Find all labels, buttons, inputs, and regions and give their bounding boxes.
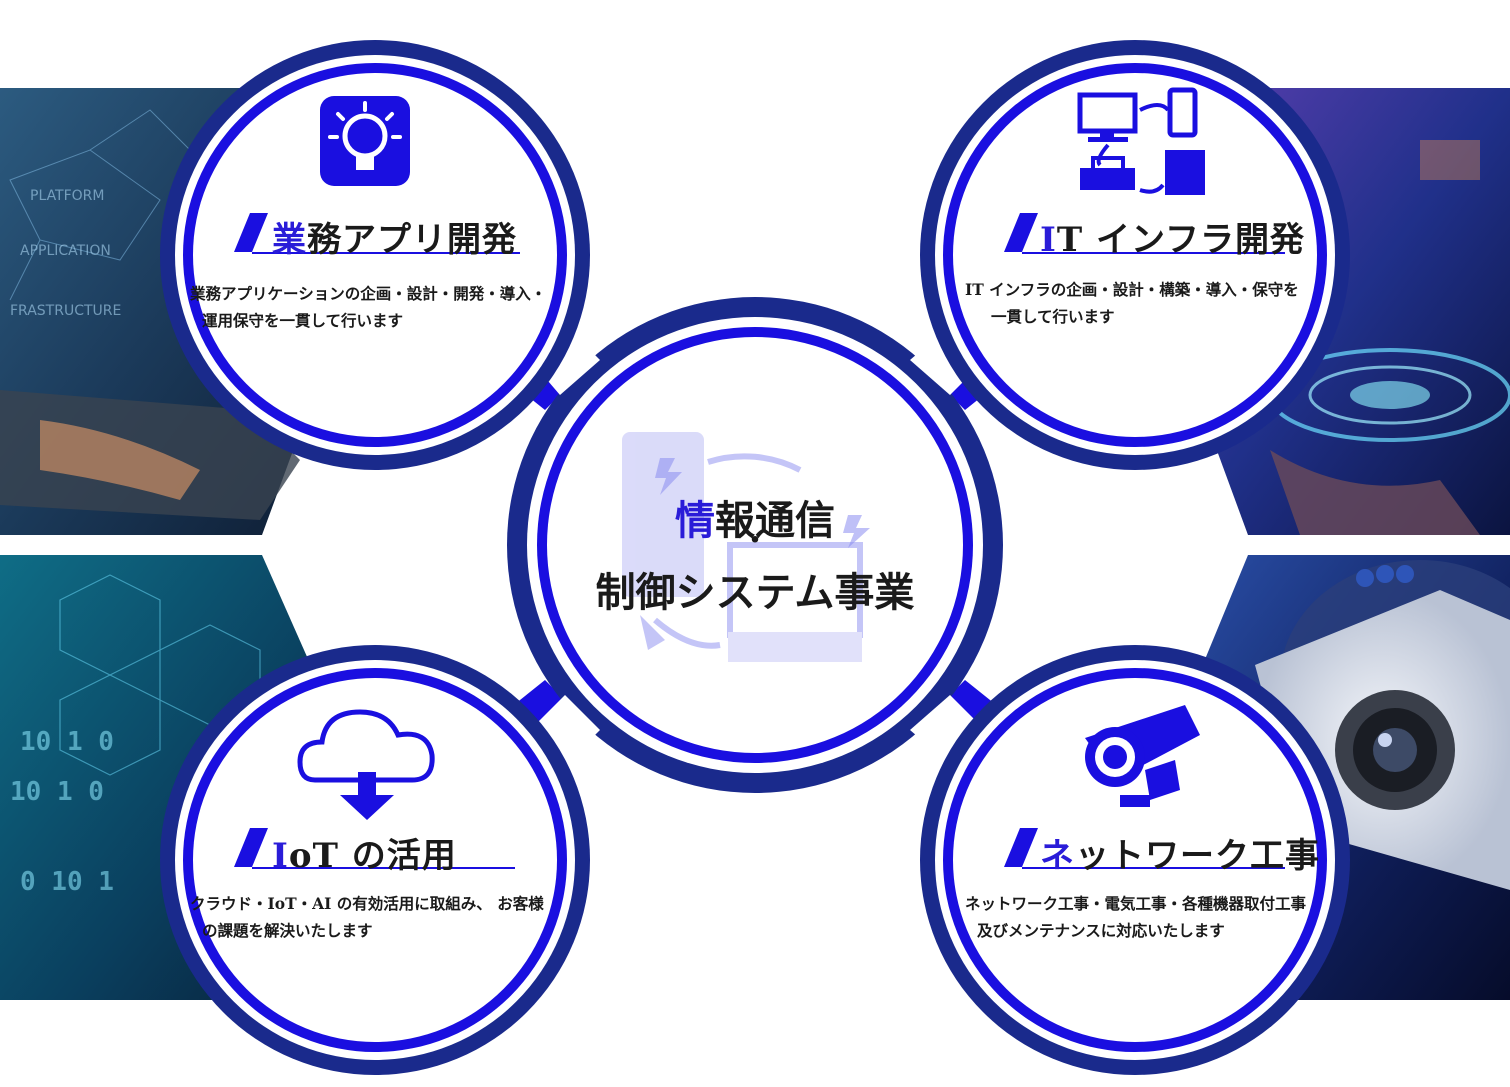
svg-text:10 1 0: 10 1 0 [20, 727, 114, 757]
svg-text:APPLICATION: APPLICATION [20, 243, 111, 259]
title-decorations [234, 213, 1285, 869]
center-title: 情報通信 [555, 488, 955, 546]
security-camera-icon [1085, 705, 1200, 807]
cloud-download-icon [297, 709, 435, 820]
center-title-rest: 報通信 [715, 497, 835, 544]
center-subtitle: 制御システム事業 [595, 569, 915, 616]
lightbulb-icon [320, 96, 410, 186]
network-devices-icon [1077, 87, 1205, 195]
center-lightning-icons [655, 458, 870, 548]
section-desc-it-infra: IT インフラの企画・設計・構築・導入・保守を 一貫して行います [965, 280, 1299, 326]
section-desc-iot: クラウド・IoT・AI の有効活用に取組み、 お客様 の課題を解決いたします [190, 894, 544, 940]
section-title-network[interactable]: ネットワーク工事 [1040, 836, 1320, 876]
svg-text:FRASTRUCTURE: FRASTRUCTURE [10, 303, 121, 319]
section-title-business-app[interactable]: 業務アプリ開発 [272, 220, 517, 260]
section-desc-business-app: 業務アプリケーションの企画・設計・開発・導入・ 運用保守を一貫して行います [190, 284, 547, 330]
svg-text:10 1 0: 10 1 0 [10, 777, 104, 807]
section-title-it-infra[interactable]: IT インフラ開発 [1040, 220, 1306, 260]
section-title-iot[interactable]: IoT の活用 [272, 836, 457, 876]
svg-text:0 10 1: 0 10 1 [20, 867, 114, 897]
svg-text:PLATFORM: PLATFORM [30, 188, 104, 204]
center-dot: ・ [741, 526, 768, 556]
center-title-first-char: 情 [675, 497, 715, 544]
section-desc-network: ネットワーク工事・電気工事・各種機器取付工事 及びメンテナンスに対応いたします [965, 894, 1307, 940]
center-communication-illustration [622, 432, 863, 662]
satellite-rings [160, 40, 1350, 1075]
